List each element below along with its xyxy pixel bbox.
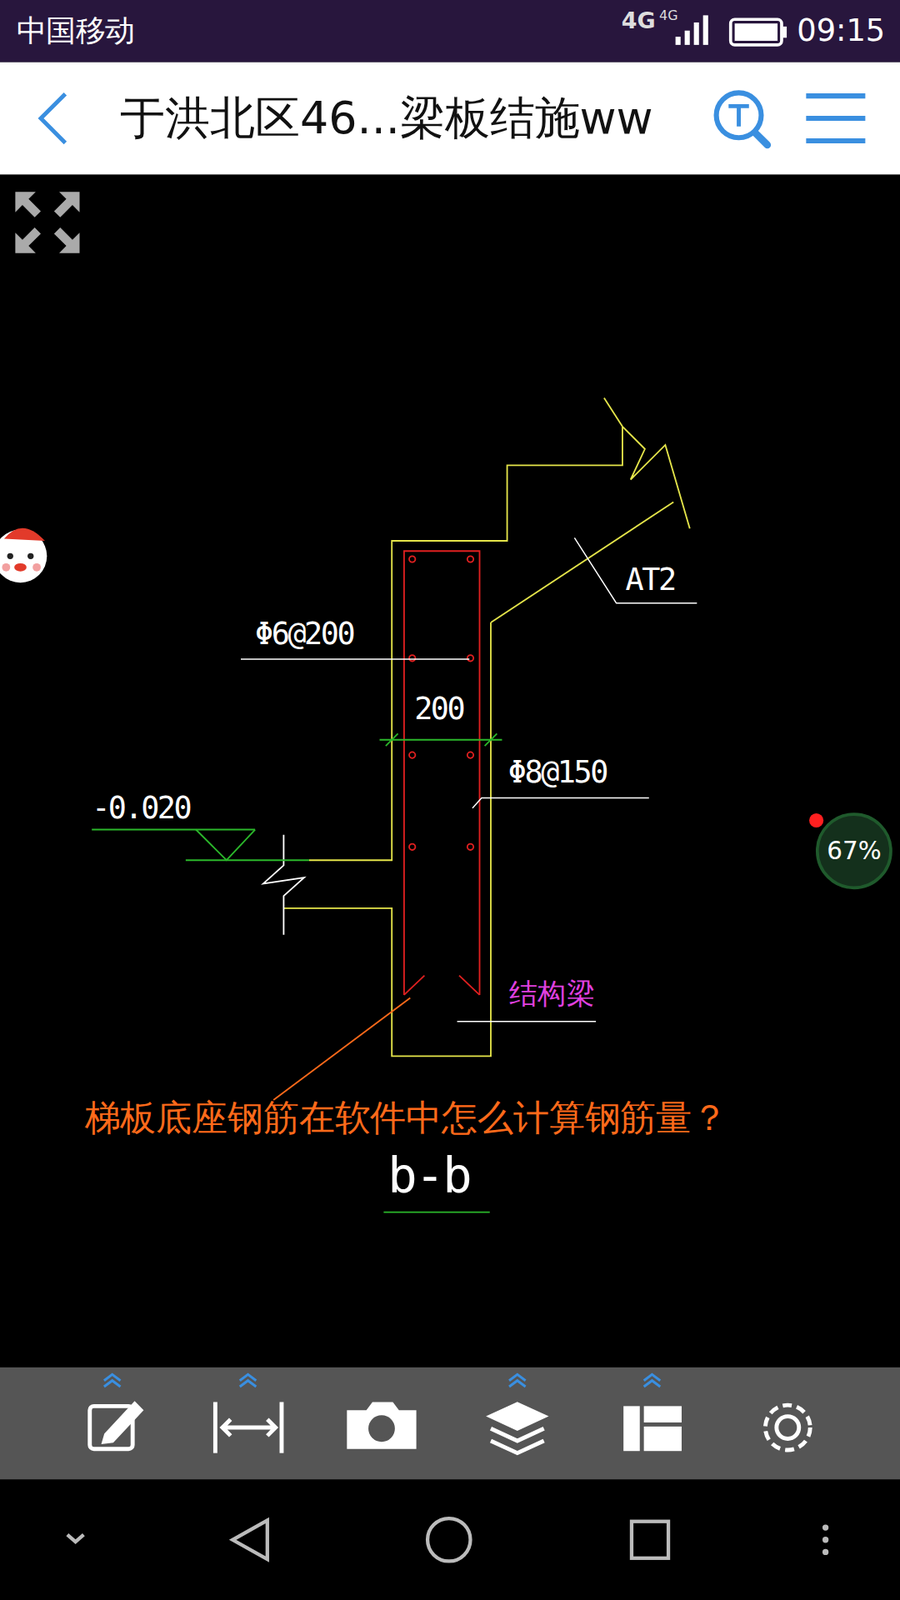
question-leader — [273, 998, 410, 1100]
zoom-level: 67% — [826, 839, 881, 864]
section-underline — [383, 1211, 490, 1214]
expand-arrows — [104, 1374, 660, 1387]
notice-dot — [809, 813, 824, 828]
rebar-dots — [409, 555, 474, 850]
rebar-callout: Φ8@150 — [508, 757, 607, 789]
member-name: AT2 — [625, 564, 675, 595]
section-mark: b-b — [387, 1150, 470, 1200]
title-bar — [0, 62, 900, 175]
search-icon — [716, 92, 768, 145]
clock: 09:15 — [796, 15, 885, 46]
back-icon — [40, 94, 65, 144]
menu-icon — [805, 95, 865, 141]
signal-icon — [675, 15, 709, 45]
status-bar — [0, 0, 900, 63]
tool-icons — [90, 1401, 810, 1453]
battery-icon — [730, 19, 787, 45]
dimension-text: 200 — [414, 694, 464, 725]
network-type: 4G — [621, 10, 656, 33]
mascot-icon — [0, 528, 47, 584]
leader-lines — [240, 537, 697, 1021]
network-type: 4G — [659, 9, 678, 23]
rebar-stirrup — [404, 550, 480, 995]
tool-bar — [0, 1367, 900, 1480]
zoom-badge — [817, 814, 891, 888]
question-note: 梯板底座钢筋在软件中怎么计算钢筋量？ — [85, 1100, 728, 1136]
level-text: -0.020 — [91, 792, 190, 824]
break-symbol — [263, 835, 305, 935]
carrier-name: 中国移动 — [16, 16, 135, 47]
more-icon — [822, 1524, 829, 1555]
expand-icon — [15, 191, 80, 253]
rebar-callout: Φ6@200 — [255, 618, 354, 650]
beam-note: 结构梁 — [509, 980, 595, 1009]
dimension-line — [380, 733, 503, 746]
level-symbol — [91, 830, 310, 861]
concrete-outline — [283, 398, 690, 1057]
nav-icons — [67, 1518, 669, 1561]
file-title: 于洪北区46...梁板结施ww — [120, 95, 653, 141]
nav-bar — [0, 1480, 900, 1600]
